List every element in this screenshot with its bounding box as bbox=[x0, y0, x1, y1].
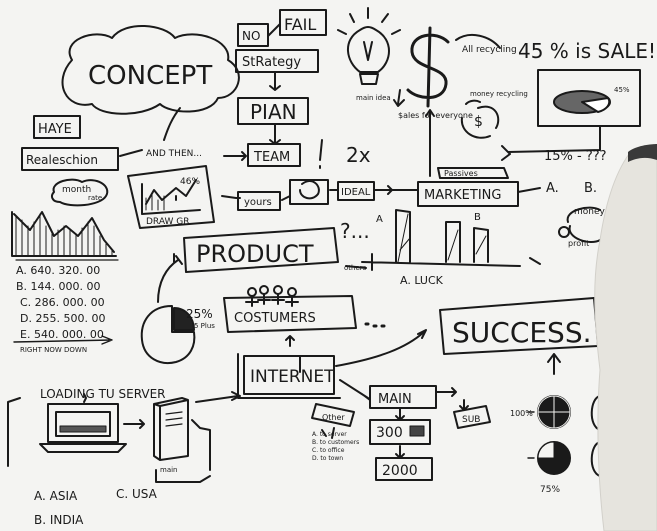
amount-2000-text: 2000 bbox=[382, 463, 418, 479]
destination-a: A. to server bbox=[312, 431, 347, 438]
plan-text: PIAN bbox=[250, 100, 297, 124]
money-bullet bbox=[558, 226, 570, 238]
growth-pct-text: 46% bbox=[180, 177, 200, 187]
loading-text: LOADING TU SERVER bbox=[40, 387, 166, 401]
passives-box bbox=[437, 167, 509, 179]
list-item-b: B. 144. 000. 00 bbox=[16, 280, 101, 293]
right-now-down-text: RIGHT NOW DOWN bbox=[20, 346, 87, 354]
sales-for-everyone-text: $ales for everyone bbox=[398, 111, 473, 120]
have-box bbox=[33, 115, 81, 139]
no-text: NO bbox=[242, 29, 260, 43]
list-item-c: C. 286. 000. 00 bbox=[20, 296, 105, 309]
strategy-text: StRategy bbox=[242, 55, 301, 70]
others-text: others bbox=[344, 264, 367, 272]
twenty-five-text: 25% bbox=[186, 307, 213, 321]
main-idea-text: main idea bbox=[356, 94, 391, 102]
draw-growth-chart bbox=[127, 165, 215, 229]
all-recycling-text: All recycling bbox=[462, 45, 517, 55]
people-icons bbox=[245, 285, 299, 307]
luck-text: A. LUCK bbox=[400, 274, 444, 287]
lightbulb-icon bbox=[347, 26, 390, 85]
amount-300-box bbox=[369, 419, 431, 445]
amount-2000-box bbox=[375, 457, 433, 481]
other-tag bbox=[311, 403, 355, 427]
realisation-text: Realeschion bbox=[26, 153, 98, 167]
month-text: month bbox=[62, 185, 91, 195]
india-text: B. INDIA bbox=[34, 513, 84, 527]
have-text: HAYE bbox=[38, 122, 72, 137]
internet-box bbox=[243, 355, 335, 395]
money-recycling-text: money recycling bbox=[470, 90, 528, 98]
pct-100-text: 100% bbox=[510, 409, 533, 418]
sale-pie-label: 45% bbox=[614, 86, 630, 94]
concept-text: CONCEPT bbox=[88, 61, 212, 91]
server-label: main bbox=[160, 466, 178, 474]
bar-label-a: A bbox=[376, 214, 383, 225]
pct-line-text: 15% - ??? bbox=[544, 149, 607, 164]
rate-text: rate bbox=[88, 194, 102, 202]
team-box bbox=[247, 143, 301, 167]
question-text: ?... bbox=[340, 219, 370, 243]
success-text: SUCCESS. bbox=[452, 316, 592, 349]
fail-box bbox=[279, 9, 327, 36]
list-item-d: D. 255. 500. 00 bbox=[20, 312, 105, 325]
team-text: TEAM bbox=[253, 150, 290, 165]
laptop-icon bbox=[39, 403, 127, 453]
sub-tag bbox=[453, 405, 491, 429]
option-a-text: A. bbox=[546, 181, 559, 196]
realisation-box bbox=[21, 147, 119, 171]
destination-c: C. to office bbox=[312, 447, 345, 454]
server-icon bbox=[153, 397, 189, 461]
person-silhouette bbox=[594, 145, 657, 531]
option-b-text: B. bbox=[584, 181, 597, 196]
two-x-text: 2x bbox=[346, 143, 371, 167]
pie-chart bbox=[140, 305, 196, 364]
asia-text: A. ASIA bbox=[34, 489, 78, 503]
refresh-icon bbox=[299, 180, 320, 200]
pct-75-text: 75% bbox=[540, 485, 560, 495]
product-box bbox=[183, 227, 339, 273]
sale-text: 45 % is SALE! bbox=[518, 39, 656, 63]
customers-text: COSTUMERS bbox=[234, 311, 316, 326]
usa-text: C. USA bbox=[116, 487, 158, 501]
list-item-a: A. 640. 320. 00 bbox=[16, 264, 100, 277]
amount-300-text: 300 bbox=[376, 425, 403, 441]
money-cycle bbox=[460, 99, 500, 139]
profit-text: profit bbox=[568, 239, 589, 248]
marketing-text: MARKETING bbox=[424, 188, 501, 203]
yours-text: yours bbox=[244, 197, 272, 208]
money-text: money bbox=[574, 207, 606, 217]
internet-text: INTERNET bbox=[250, 367, 335, 387]
customers-box bbox=[223, 295, 357, 333]
bar-chart bbox=[361, 209, 521, 271]
strategy-box bbox=[235, 49, 319, 73]
yours-box bbox=[237, 191, 281, 211]
product-text: PRODUCT bbox=[196, 240, 314, 268]
concept-cloud bbox=[61, 24, 240, 115]
destination-b: B. to customers bbox=[312, 439, 359, 446]
sub-text: SUB bbox=[462, 415, 480, 425]
and-then-text: AND THEN... bbox=[146, 149, 202, 159]
other-text: Other bbox=[322, 413, 345, 422]
bar-label-b: B bbox=[474, 212, 481, 223]
plan-box bbox=[237, 97, 309, 125]
list-item-e: E. 540. 000. 00 bbox=[20, 328, 104, 341]
ideal-text: IDEAL bbox=[341, 187, 371, 198]
marketing-box bbox=[417, 181, 519, 207]
month-cloud bbox=[51, 178, 109, 207]
destination-d: D. to town bbox=[312, 455, 343, 462]
five-plus-text: 5 Plus bbox=[194, 322, 215, 330]
passives-text: Passives bbox=[444, 169, 478, 178]
fail-text: FAIL bbox=[284, 15, 316, 34]
main-box bbox=[369, 385, 437, 409]
main-text: MAIN bbox=[378, 392, 412, 407]
dollar-icon bbox=[406, 26, 450, 108]
sale-chart-card bbox=[537, 69, 641, 127]
money-cycle-dollar: $ bbox=[474, 114, 483, 130]
draw-gr-text: DRAW GR bbox=[146, 217, 189, 227]
